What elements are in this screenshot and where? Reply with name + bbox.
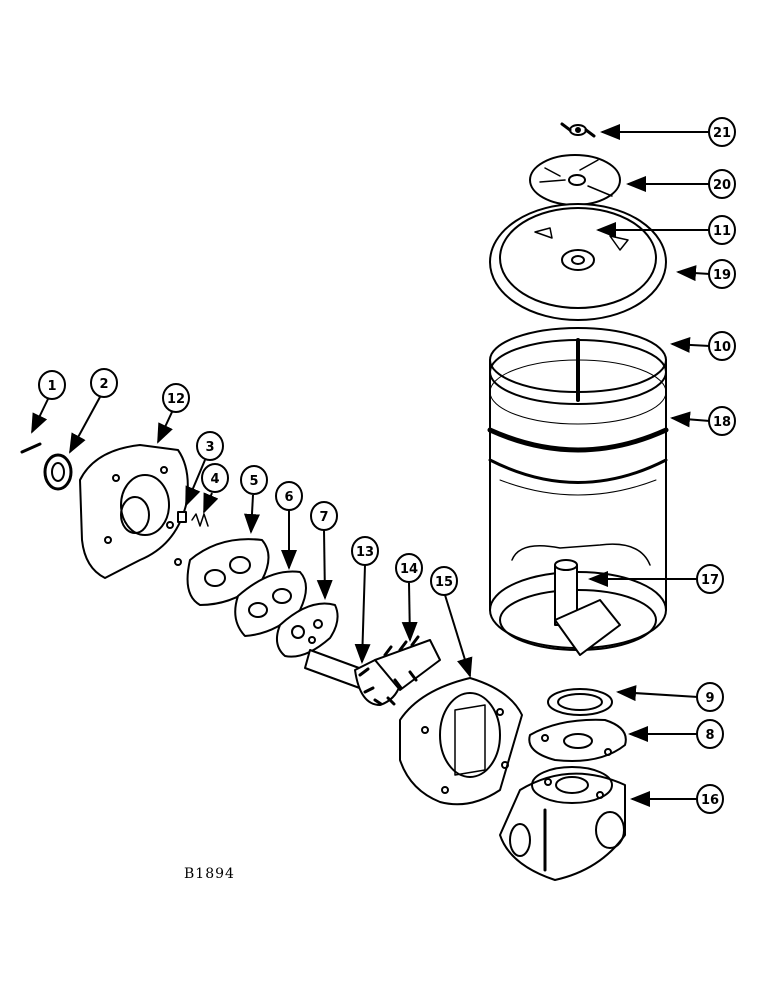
leader-lines bbox=[31, 124, 711, 807]
callout-11: 11 bbox=[708, 215, 736, 245]
callout-1: 1 bbox=[38, 370, 66, 400]
svg-text:7: 7 bbox=[319, 510, 328, 525]
callout-18: 18 bbox=[708, 406, 736, 436]
pump-housing-part bbox=[79, 444, 189, 579]
callout-5: 5 bbox=[240, 465, 268, 495]
callout-15: 15 bbox=[430, 566, 458, 596]
filter-base-part bbox=[499, 766, 626, 881]
baffle-disc-part bbox=[529, 154, 621, 206]
svg-text:4: 4 bbox=[210, 472, 219, 487]
svg-text:5: 5 bbox=[249, 474, 258, 489]
spring-part bbox=[191, 513, 209, 527]
svg-text:17: 17 bbox=[701, 573, 719, 588]
callout-6: 6 bbox=[275, 481, 303, 511]
svg-text:8: 8 bbox=[705, 728, 714, 743]
filter-canister-part bbox=[487, 327, 669, 656]
callout-2: 2 bbox=[90, 368, 118, 398]
o-ring-part bbox=[547, 688, 613, 716]
callout-3: 3 bbox=[196, 431, 224, 461]
gasket-part bbox=[528, 718, 627, 762]
pin-part bbox=[20, 442, 42, 454]
svg-text:20: 20 bbox=[713, 178, 731, 193]
callout-8: 8 bbox=[696, 719, 724, 749]
callout-17: 17 bbox=[696, 564, 724, 594]
callout-bubbles: 21 20 11 19 10 18 17 9 8 16 1 bbox=[38, 117, 736, 814]
svg-text:3: 3 bbox=[205, 440, 214, 455]
seal-part bbox=[43, 453, 73, 491]
figure-reference: B1894 bbox=[184, 866, 235, 882]
callout-9: 9 bbox=[696, 682, 724, 712]
svg-text:12: 12 bbox=[167, 392, 185, 407]
svg-text:19: 19 bbox=[713, 268, 731, 283]
svg-text:2: 2 bbox=[99, 377, 108, 392]
svg-text:10: 10 bbox=[713, 340, 731, 355]
svg-text:11: 11 bbox=[713, 224, 731, 239]
svg-text:13: 13 bbox=[356, 545, 374, 560]
svg-text:15: 15 bbox=[435, 575, 453, 590]
callout-14: 14 bbox=[395, 553, 423, 583]
wing-nut-part bbox=[560, 122, 596, 138]
gear-housing-part bbox=[399, 677, 523, 806]
callout-12: 12 bbox=[162, 383, 190, 413]
svg-text:14: 14 bbox=[400, 562, 418, 577]
svg-text:21: 21 bbox=[713, 126, 731, 141]
svg-text:16: 16 bbox=[701, 793, 719, 808]
callout-21: 21 bbox=[708, 117, 736, 147]
svg-text:9: 9 bbox=[705, 691, 714, 706]
callout-7: 7 bbox=[310, 501, 338, 531]
callout-19: 19 bbox=[708, 259, 736, 289]
cover-part bbox=[489, 203, 667, 321]
callout-10: 10 bbox=[708, 331, 736, 361]
callout-13: 13 bbox=[351, 536, 379, 566]
callout-20: 20 bbox=[708, 169, 736, 199]
svg-text:6: 6 bbox=[284, 490, 293, 505]
thin-gasket-part bbox=[275, 602, 339, 658]
dowel-part bbox=[177, 511, 187, 523]
gear-shaft-part bbox=[304, 635, 441, 706]
callout-4: 4 bbox=[201, 463, 229, 493]
callout-16: 16 bbox=[696, 784, 724, 814]
svg-text:1: 1 bbox=[47, 379, 56, 394]
svg-text:18: 18 bbox=[713, 415, 731, 430]
